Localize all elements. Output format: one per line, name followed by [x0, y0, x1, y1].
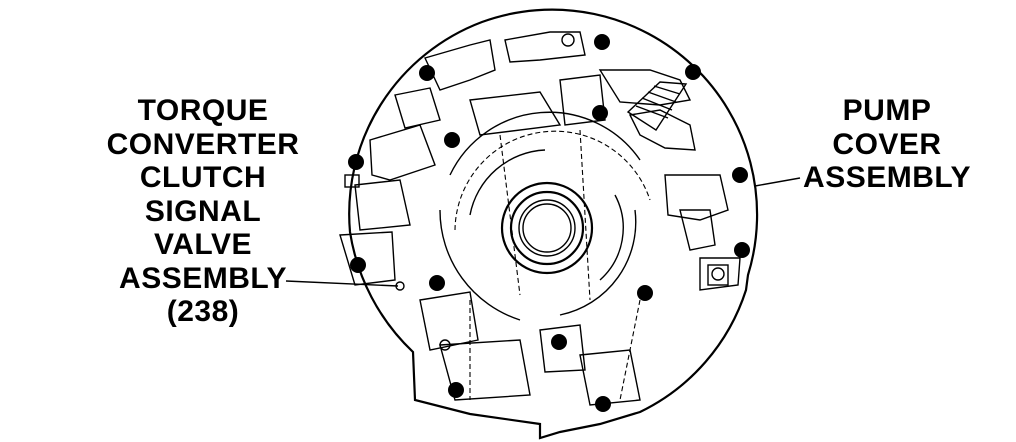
label-line: TORQUE	[137, 94, 269, 127]
bolt-hole	[637, 285, 653, 301]
bolt-hole	[594, 34, 610, 50]
bolt-hole	[685, 64, 701, 80]
screen-hatch	[626, 81, 688, 131]
pump-hub	[500, 181, 594, 275]
bolt-hole	[595, 396, 611, 412]
tcc-signal-valve-label: TORQUE CONVERTER CLUTCH SIGNAL VALVE ASS…	[88, 94, 318, 329]
label-line: COVER	[832, 127, 942, 161]
bolt-hole	[348, 154, 364, 170]
bolt-hole	[592, 105, 608, 121]
bolt-hole	[429, 275, 445, 291]
passage-outlines	[339, 31, 741, 406]
label-line: (238)	[166, 295, 240, 328]
bolt-hole	[732, 167, 748, 183]
label-line: CONVERTER	[106, 127, 300, 161]
bolt-hole	[448, 382, 464, 398]
bolt-hole	[734, 242, 750, 258]
small-fittings	[344, 33, 729, 351]
label-line: ASSEMBLY	[803, 161, 971, 194]
bolt-hole	[551, 334, 567, 350]
label-line: SIGNAL	[144, 194, 262, 228]
bolt-hole	[444, 132, 460, 148]
label-line: PUMP	[842, 94, 932, 127]
label-line: ASSEMBLY	[119, 261, 287, 295]
tcc-signal-valve-leader	[285, 280, 399, 287]
label-line: VALVE	[153, 228, 253, 261]
bolt-hole	[350, 257, 366, 273]
label-line: CLUTCH	[139, 161, 267, 194]
bolt-hole	[419, 65, 435, 81]
pump-cover-leader	[754, 177, 801, 187]
bolt-holes	[348, 34, 750, 412]
channel-arcs	[439, 111, 651, 401]
pump-cover-label: PUMP COVER ASSEMBLY	[792, 94, 982, 195]
